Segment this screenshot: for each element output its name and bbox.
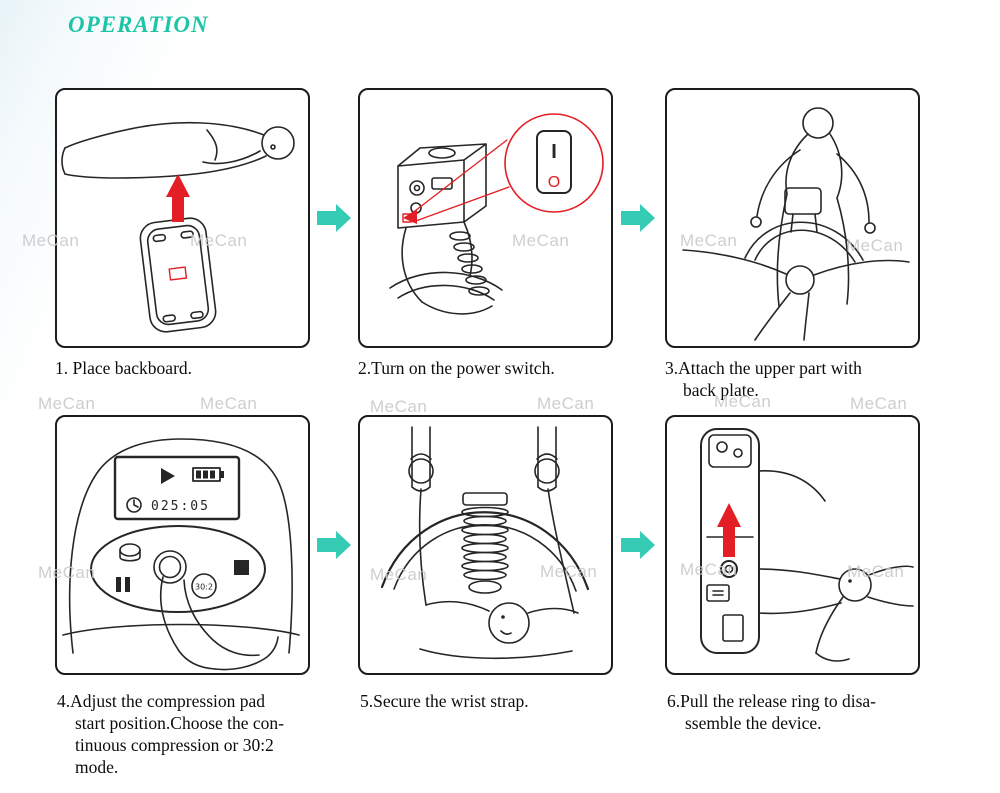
step-4-caption: 4.Adjust the compression pad start posit… xyxy=(57,691,285,778)
play-icon xyxy=(161,468,175,484)
step-1-caption: 1. Place backboard. xyxy=(55,358,193,378)
left-wrist-strap xyxy=(408,426,434,492)
backboard xyxy=(139,217,217,333)
step-4-panel: 025:05 30:2 xyxy=(55,415,310,675)
patient-lying-figure xyxy=(61,121,295,179)
watermark: MeCan xyxy=(38,394,96,413)
switch-off-symbol: O xyxy=(548,174,560,191)
step-5-caption: 5.Secure the wrist strap. xyxy=(360,691,529,711)
compression-device xyxy=(744,187,864,263)
step-3-panel xyxy=(665,88,920,348)
illustration-wrist-strap xyxy=(380,426,590,660)
watermark: MeCan xyxy=(200,394,258,413)
illustration-place-backboard xyxy=(61,121,295,333)
display-time: 025:05 xyxy=(151,499,210,514)
next-step-arrow xyxy=(317,531,351,559)
patient-lying-figure xyxy=(682,249,910,341)
device-column xyxy=(700,428,826,654)
patient-figure xyxy=(758,565,914,662)
next-step-arrow xyxy=(621,204,655,232)
illustration-power-switch: I O xyxy=(389,113,604,315)
red-up-arrow xyxy=(717,503,741,557)
next-step-arrow xyxy=(621,531,655,559)
step-6-panel xyxy=(665,415,920,675)
stop-icon xyxy=(234,560,249,575)
start-button xyxy=(153,550,187,584)
step-6-caption: 6.Pull the release ring to disa- ssemble… xyxy=(667,691,876,734)
watermark: MeCan xyxy=(370,397,428,416)
frame-and-hose xyxy=(389,221,503,315)
step-2-panel: I O xyxy=(358,88,613,348)
switch-on-symbol: I xyxy=(551,141,557,163)
step-3-caption: 3.Attach the upper part with back plate. xyxy=(665,358,862,401)
power-switch-callout: I O xyxy=(403,113,604,224)
release-ring xyxy=(720,560,738,578)
step-2-caption: 2.Turn on the power switch. xyxy=(358,358,555,378)
illustration-attach-upper-part xyxy=(682,107,910,341)
compression-bellows xyxy=(461,492,509,594)
start-knob xyxy=(119,543,141,557)
page-title: OPERATION xyxy=(68,12,209,37)
control-pad: 30:2 xyxy=(90,525,266,613)
red-up-arrow xyxy=(166,174,190,222)
watermark: MeCan xyxy=(537,394,595,413)
patient-figure xyxy=(418,488,579,660)
pause-icon xyxy=(116,577,121,592)
mode-button-label: 30:2 xyxy=(195,583,213,592)
illustration-release-ring xyxy=(700,428,914,662)
next-step-arrow xyxy=(317,204,351,232)
step-5-panel xyxy=(358,415,613,675)
step-1-panel xyxy=(55,88,310,348)
mode-button xyxy=(191,573,217,599)
device-top-outline xyxy=(62,438,300,654)
pressing-finger xyxy=(159,576,279,671)
right-wrist-strap xyxy=(534,426,560,492)
display-screen: 025:05 xyxy=(113,455,241,521)
illustration-control-panel: 025:05 30:2 xyxy=(62,438,300,671)
clock-icon xyxy=(126,497,142,513)
